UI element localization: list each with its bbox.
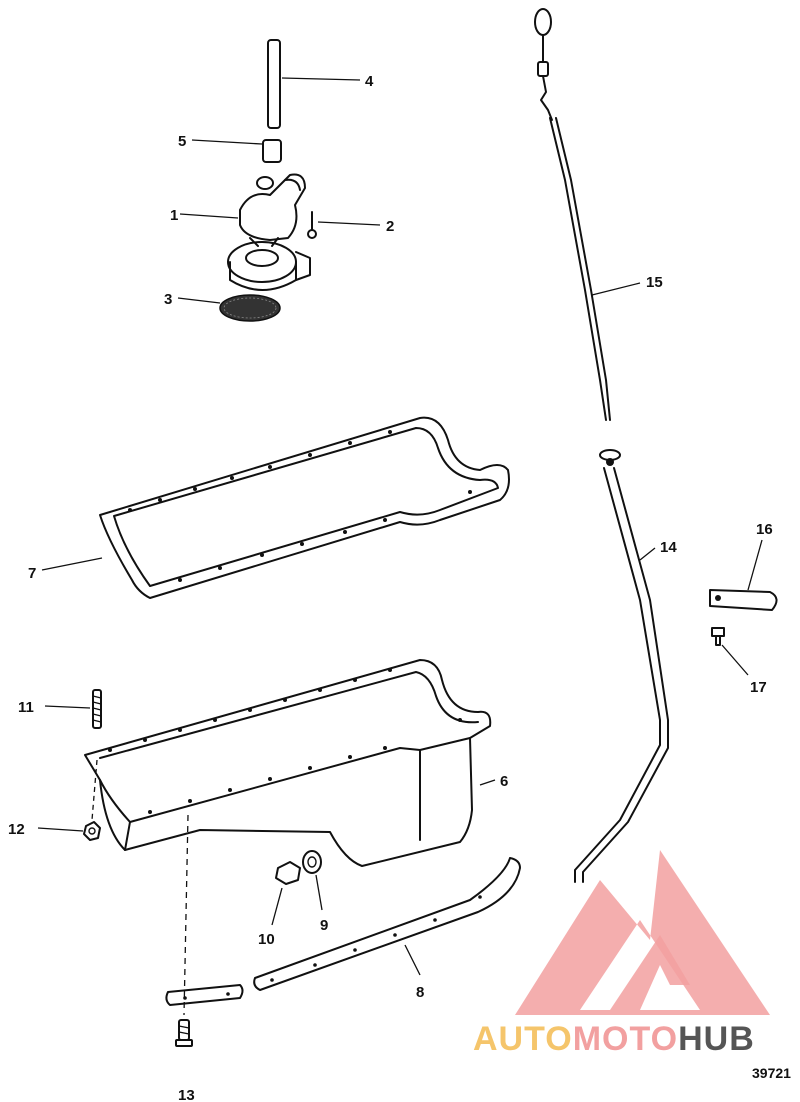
part-17-bolt (711, 627, 749, 676)
callout-labels: 1 2 3 4 5 6 7 8 9 10 11 12 13 14 15 16 1… (8, 73, 773, 1102)
callout-16: 16 (756, 521, 773, 538)
watermark-text-hub: HUB (678, 1020, 755, 1058)
figure-number: 39721 (752, 1065, 791, 1081)
callout-13: 13 (178, 1087, 195, 1102)
part-8-rear-seal (165, 857, 521, 1006)
watermark-logo (515, 850, 770, 1015)
part-2-screw (307, 211, 381, 239)
gasket-7-holes (128, 430, 472, 582)
callout-2: 2 (386, 218, 394, 235)
part-9-washer (302, 850, 323, 911)
callout-10: 10 (258, 931, 275, 948)
part-14-dipstick-tube (574, 449, 669, 883)
pan-6-holes (108, 668, 462, 814)
part-5-sleeve (191, 139, 282, 163)
callout-7: 7 (28, 565, 36, 582)
callout-5: 5 (178, 133, 186, 150)
part-10-drain-plug (271, 861, 301, 926)
callout-9: 9 (320, 917, 328, 934)
watermark-text-auto: AUTO (473, 1020, 573, 1058)
part-11-stud (44, 689, 102, 729)
callout-15: 15 (646, 274, 663, 291)
part-15-dipstick (534, 8, 641, 421)
part-13-bolt (175, 814, 193, 1047)
callout-8: 8 (416, 984, 424, 1001)
callout-4: 4 (365, 73, 374, 90)
part-3-screen (177, 294, 281, 322)
part-16-clip (709, 539, 778, 611)
part-12-nut (37, 759, 101, 841)
callout-12: 12 (8, 821, 25, 838)
callout-17: 17 (750, 679, 767, 696)
callout-6: 6 (500, 773, 508, 790)
seal-8-holes (183, 895, 482, 1000)
part-7-oil-pan-gasket (41, 416, 510, 599)
watermark-text: AUTOMOTOHUB (473, 1020, 755, 1058)
callout-1: 1 (170, 207, 178, 224)
callout-14: 14 (660, 539, 677, 556)
part-4-shaft (267, 39, 361, 129)
part-1-oil-pump (179, 173, 311, 291)
callout-3: 3 (164, 291, 172, 308)
callout-11: 11 (18, 699, 34, 716)
part-6-oil-pan (84, 659, 496, 867)
watermark-text-moto: MOTO (573, 1020, 678, 1058)
